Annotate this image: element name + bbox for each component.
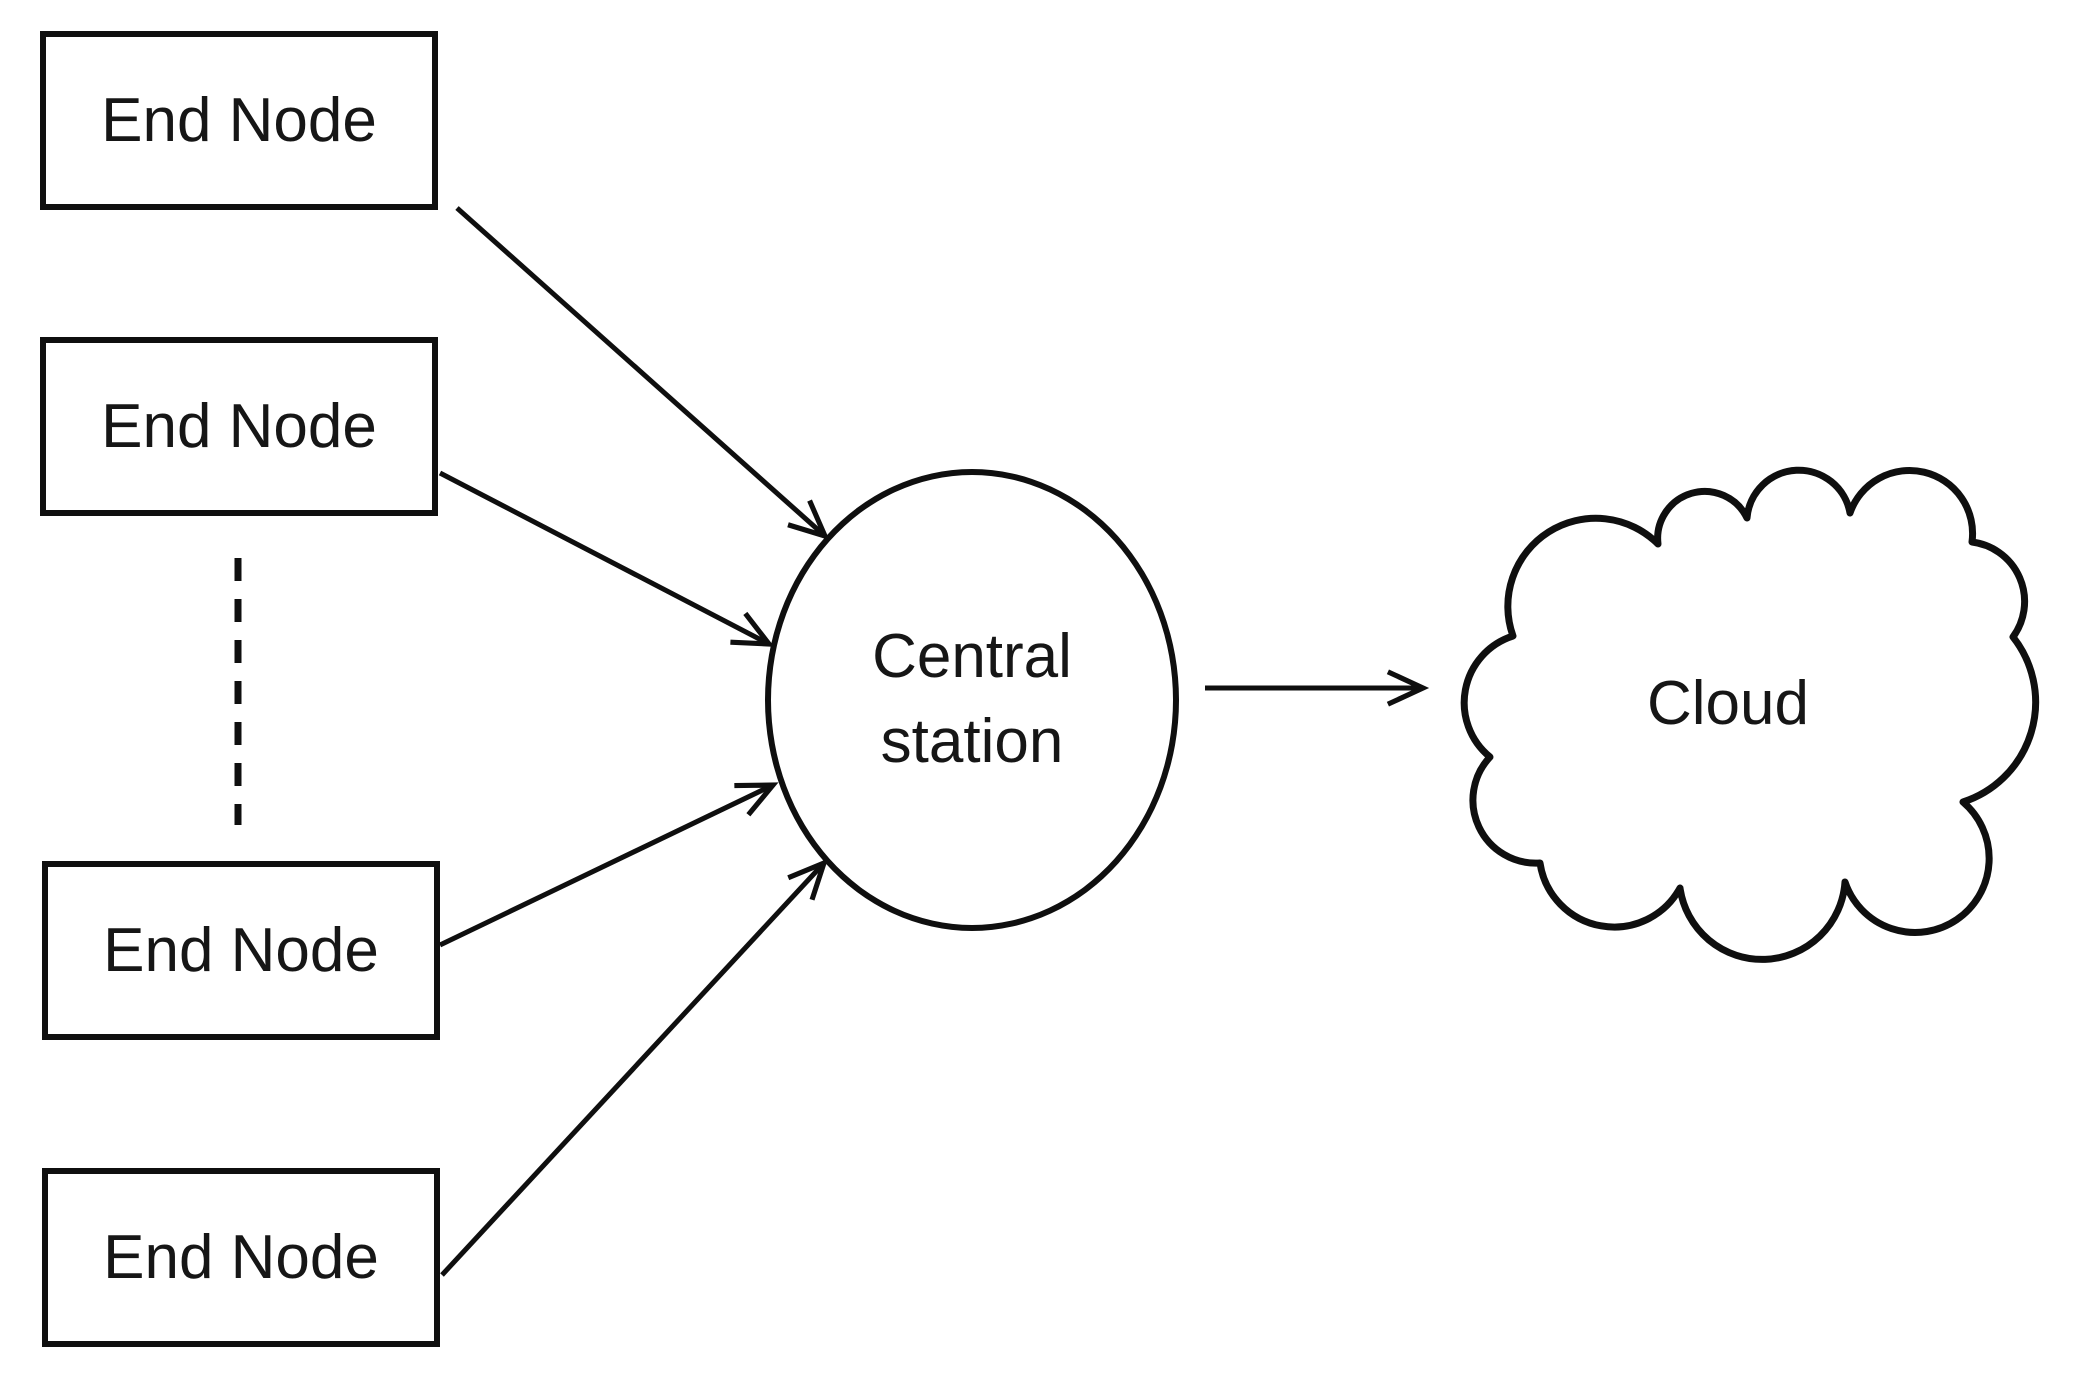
central-station-label-line1: Central xyxy=(872,622,1072,692)
end-node-label-3: End Node xyxy=(103,915,379,985)
arrow-endnode1-to-central xyxy=(455,206,830,541)
end-node-label-1: End Node xyxy=(101,85,377,155)
central-station-label-line2: station xyxy=(880,707,1064,776)
end-node-box-3: End Node xyxy=(42,861,440,1040)
cloud-shape xyxy=(1460,466,2040,963)
arrow-endnode2-to-central xyxy=(438,470,775,647)
end-node-label-2: End Node xyxy=(101,391,377,461)
central-station-node: Central station xyxy=(765,469,1179,931)
end-node-label-4: End Node xyxy=(103,1222,379,1292)
end-node-box-1: End Node xyxy=(40,31,438,210)
arrow-endnode4-to-central xyxy=(440,858,829,1277)
end-node-box-2: End Node xyxy=(40,337,438,516)
arrow-endnode3-to-central xyxy=(438,782,779,948)
central-station-label: Central station xyxy=(872,615,1072,785)
end-node-box-4: End Node xyxy=(42,1168,440,1347)
